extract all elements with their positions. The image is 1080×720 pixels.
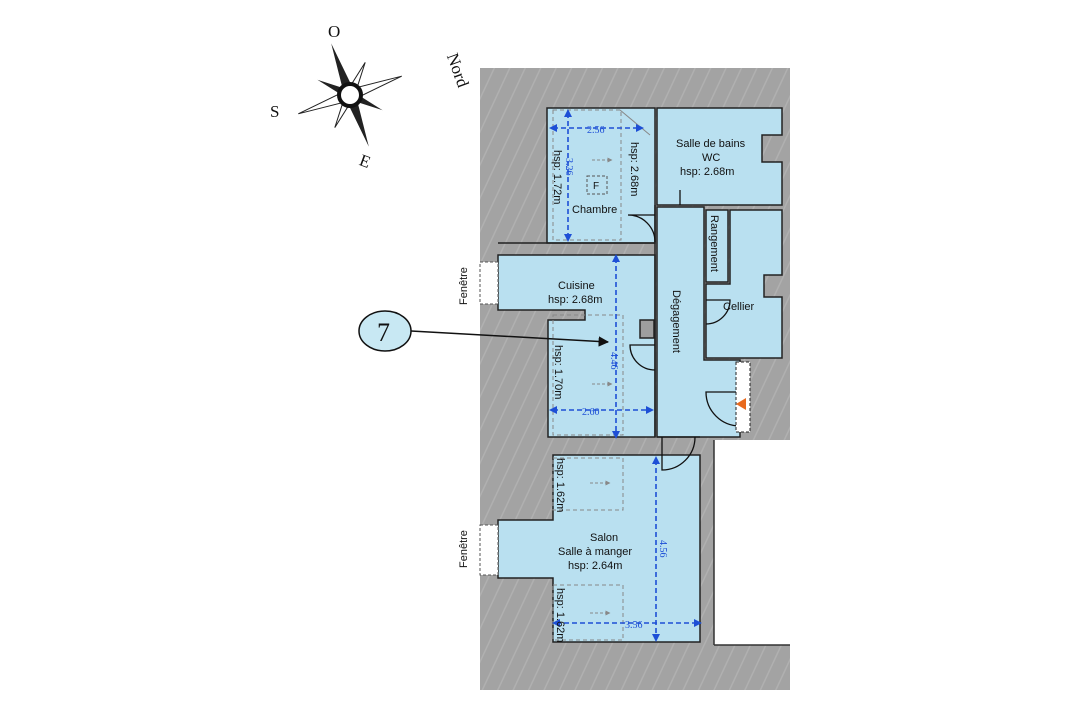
sdb-name-line2: WC [702, 152, 720, 164]
slope-arrows [590, 157, 613, 616]
sdb-hsp: hsp: 2.68m [680, 166, 734, 178]
chambre-hsp-low: hsp: 1.72m [551, 150, 563, 204]
salon-hsp-low-top: hsp: 1.62m [554, 458, 566, 512]
compass-south: S [270, 102, 279, 121]
chambre-dim-w: 2.56 [587, 125, 605, 136]
door-cuisine [629, 344, 656, 371]
compass-rose: O S E Nord [270, 22, 473, 172]
dimension-lines [549, 109, 702, 642]
fixture-box [586, 175, 608, 195]
door-salon [661, 436, 696, 471]
compass-star-icon [298, 43, 402, 147]
compass-east: E [357, 150, 373, 171]
doors [627, 190, 741, 471]
salon-name-line2: Salle à manger [558, 546, 632, 558]
salon-dim-h: 4.56 [657, 540, 668, 558]
rangement-name: Rangement [708, 215, 720, 272]
cuisine-hsp: hsp: 2.68m [548, 294, 602, 306]
chambre-dim-h: 3.26 [563, 158, 574, 176]
room-salon [497, 454, 701, 643]
fixture-label: F [593, 181, 599, 192]
cuisine-hsp-low: hsp: 1.70m [552, 345, 564, 399]
degagement-name: Dégagement [670, 290, 682, 353]
room-rangement [705, 209, 729, 283]
chambre-name: Chambre [572, 204, 617, 216]
low-ceiling-zones [552, 109, 651, 641]
cellier-name: Cellier [723, 301, 755, 313]
compass-west: O [328, 22, 340, 41]
callout-arrow [410, 330, 610, 347]
callout-number: 7 [377, 318, 390, 347]
windows [479, 261, 499, 576]
cuisine-dim-h: 4.46 [608, 352, 619, 370]
door-chambre [627, 214, 656, 243]
door-cellier [705, 299, 731, 325]
door-entry [705, 391, 741, 427]
salon-dim-w: 3.56 [625, 620, 643, 631]
cuisine-dim-w: 2.60 [582, 407, 600, 418]
room-sdb [656, 107, 783, 206]
chambre-hsp-high: hsp: 2.68m [628, 142, 640, 196]
room-cellier [705, 209, 783, 359]
salon-hsp: hsp: 2.64m [568, 560, 622, 572]
wall-details [498, 205, 700, 438]
compass-north: Nord [443, 50, 473, 90]
sdb-name-line1: Salle de bains [676, 138, 746, 150]
salon-name-line1: Salon [590, 532, 618, 544]
entry-marker [735, 361, 751, 433]
window-label-top: Fenêtre [458, 267, 470, 305]
salon-hsp-low-bottom: hsp: 1.62m [554, 588, 566, 642]
callout-marker: 7 [358, 310, 610, 352]
window-label-bottom: Fenêtre [458, 530, 470, 568]
cuisine-name: Cuisine [558, 280, 595, 292]
entry-arrow-icon [736, 398, 746, 410]
